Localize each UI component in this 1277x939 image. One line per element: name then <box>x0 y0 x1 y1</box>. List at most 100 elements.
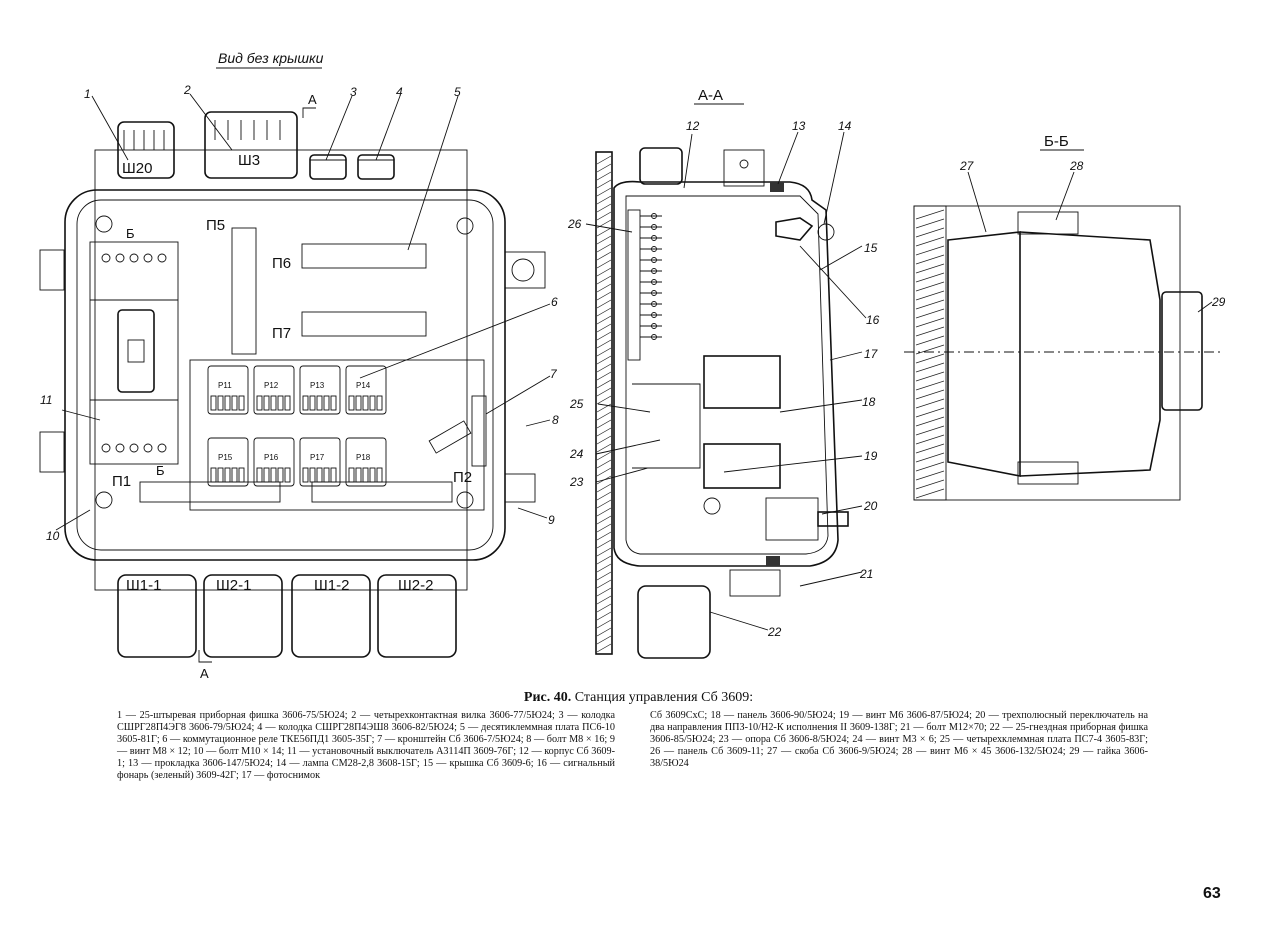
relay-label: Р15 <box>218 453 233 462</box>
terminal-strip-p1 <box>139 481 281 503</box>
relay-label: Р12 <box>264 381 279 390</box>
relay-upper-section <box>703 355 781 409</box>
relay-1: Р11 <box>207 365 249 415</box>
legend-left-column: 1 — 25-штыревая приборная фишка 3606-75/… <box>117 710 615 781</box>
bracket-7 <box>471 395 487 467</box>
callout-23: 23 <box>569 475 584 489</box>
connector-label: Ш3 <box>238 152 260 169</box>
callout-8: 8 <box>552 413 559 427</box>
relay-2: Р12 <box>253 365 295 415</box>
callout-5: 5 <box>454 85 461 99</box>
callout-19: 19 <box>864 449 878 463</box>
panel-26 <box>627 209 641 361</box>
callout-18: 18 <box>862 395 876 409</box>
callout-28: 28 <box>1069 159 1084 173</box>
relay-label: Р18 <box>356 453 371 462</box>
installation-switch <box>117 309 155 393</box>
connector-sh20: Ш20 <box>117 121 175 179</box>
changeover-switch <box>765 497 819 541</box>
section-housing <box>613 180 839 567</box>
callout-4: 4 <box>396 85 403 99</box>
leader-27 <box>967 171 987 233</box>
section-top-bracket <box>723 149 765 187</box>
callout-15: 15 <box>864 241 878 255</box>
section-bb-title: Б-Б <box>1044 133 1069 150</box>
section-bb-view: Б-Б 27 28 29 <box>904 133 1226 501</box>
connector-label: Ш20 <box>122 160 152 177</box>
terminal-block-label: П5 <box>206 217 225 234</box>
relay-label: Р16 <box>264 453 279 462</box>
right-bracket <box>504 473 536 503</box>
support-23 <box>632 383 701 469</box>
switch-terminals-top <box>101 253 167 263</box>
section-mark-b-bottom: Б <box>156 463 165 478</box>
mounting-strip <box>428 420 472 454</box>
callout-2: 2 <box>183 83 191 97</box>
bracket-27 <box>947 231 1021 477</box>
terminal-block-p7: П7 <box>272 311 427 342</box>
callout-25: 25 <box>569 397 584 411</box>
terminal-block-label-p1: П1 <box>112 473 131 490</box>
relay-4: Р14 <box>345 365 387 415</box>
signal-lamp-cap <box>817 223 835 241</box>
leader-lines-main <box>55 93 551 531</box>
callout-1: 1 <box>84 87 91 101</box>
corner-screw <box>456 491 474 509</box>
switch-terminals-bottom <box>101 443 167 453</box>
terminal-block-label-p2: П2 <box>453 469 472 486</box>
section-housing-inner <box>625 195 829 555</box>
terminal-block-label: П7 <box>272 325 291 342</box>
relay-label: Р11 <box>218 381 232 390</box>
section-bottom-connector <box>637 585 711 659</box>
connector-label: Ш2-1 <box>216 577 251 594</box>
callout-20: 20 <box>863 499 878 513</box>
figure-number: Рис. 40. <box>523 690 572 705</box>
section-bb-wall <box>913 205 947 501</box>
relay-3: Р13 <box>299 365 341 415</box>
callout-12: 12 <box>686 119 700 133</box>
terminal-block-label: П6 <box>272 255 291 272</box>
callout-7: 7 <box>550 367 558 381</box>
connector-sh1-2: Ш1-2 <box>291 574 371 658</box>
corner-screw <box>95 491 113 509</box>
connector-label: Ш2-2 <box>398 577 433 594</box>
left-bracket <box>39 249 65 291</box>
section-arrow-top <box>302 107 316 118</box>
housing-inner <box>76 199 494 551</box>
section-top-connector <box>639 147 683 185</box>
connector-label: Ш1-2 <box>314 577 349 594</box>
callout-29: 29 <box>1211 295 1226 309</box>
figure-caption: Рис. 40. Станция управления Сб 3609: <box>0 690 1277 706</box>
legend-right-column: Сб 3609СхС; 18 — панель 3606-90/5Ю24; 19… <box>650 710 1148 769</box>
terminal-block-p5: П5 <box>206 217 257 355</box>
mounting-plate <box>595 151 613 655</box>
mounting-flange <box>94 149 468 591</box>
cover-profile <box>1019 231 1161 477</box>
section-arrow-bottom <box>198 650 212 663</box>
section-bb-wall-hatch <box>915 209 945 499</box>
callout-22: 22 <box>767 625 782 639</box>
signal-lamp <box>775 217 814 241</box>
relay-7: Р17 <box>299 437 341 487</box>
callout-10: 10 <box>46 529 60 543</box>
main-view-title: Вид без крышки <box>218 50 324 66</box>
panel-26-terminals <box>640 213 662 340</box>
relay-label: Р13 <box>310 381 325 390</box>
callout-16: 16 <box>866 313 880 327</box>
screw-28-seat-bottom <box>1017 461 1079 485</box>
section-bb-frame <box>913 205 1181 501</box>
callout-6: 6 <box>551 295 558 309</box>
connector-sh1-1: Ш1-1 <box>117 574 197 658</box>
connector-sh2-2: Ш2-2 <box>377 574 457 658</box>
section-top-bolt <box>739 159 749 169</box>
figure-title: Станция управления Сб 3609: <box>574 690 754 705</box>
callout-11: 11 <box>40 393 52 407</box>
callout-21: 21 <box>859 567 873 581</box>
switch-panel <box>89 241 179 465</box>
mounting-plate-hatch <box>596 155 612 653</box>
callout-26: 26 <box>567 217 582 231</box>
callout-24: 24 <box>569 447 584 461</box>
gasket-bottom <box>766 556 780 566</box>
relay-lower-section <box>703 443 781 489</box>
callout-9: 9 <box>548 513 555 527</box>
